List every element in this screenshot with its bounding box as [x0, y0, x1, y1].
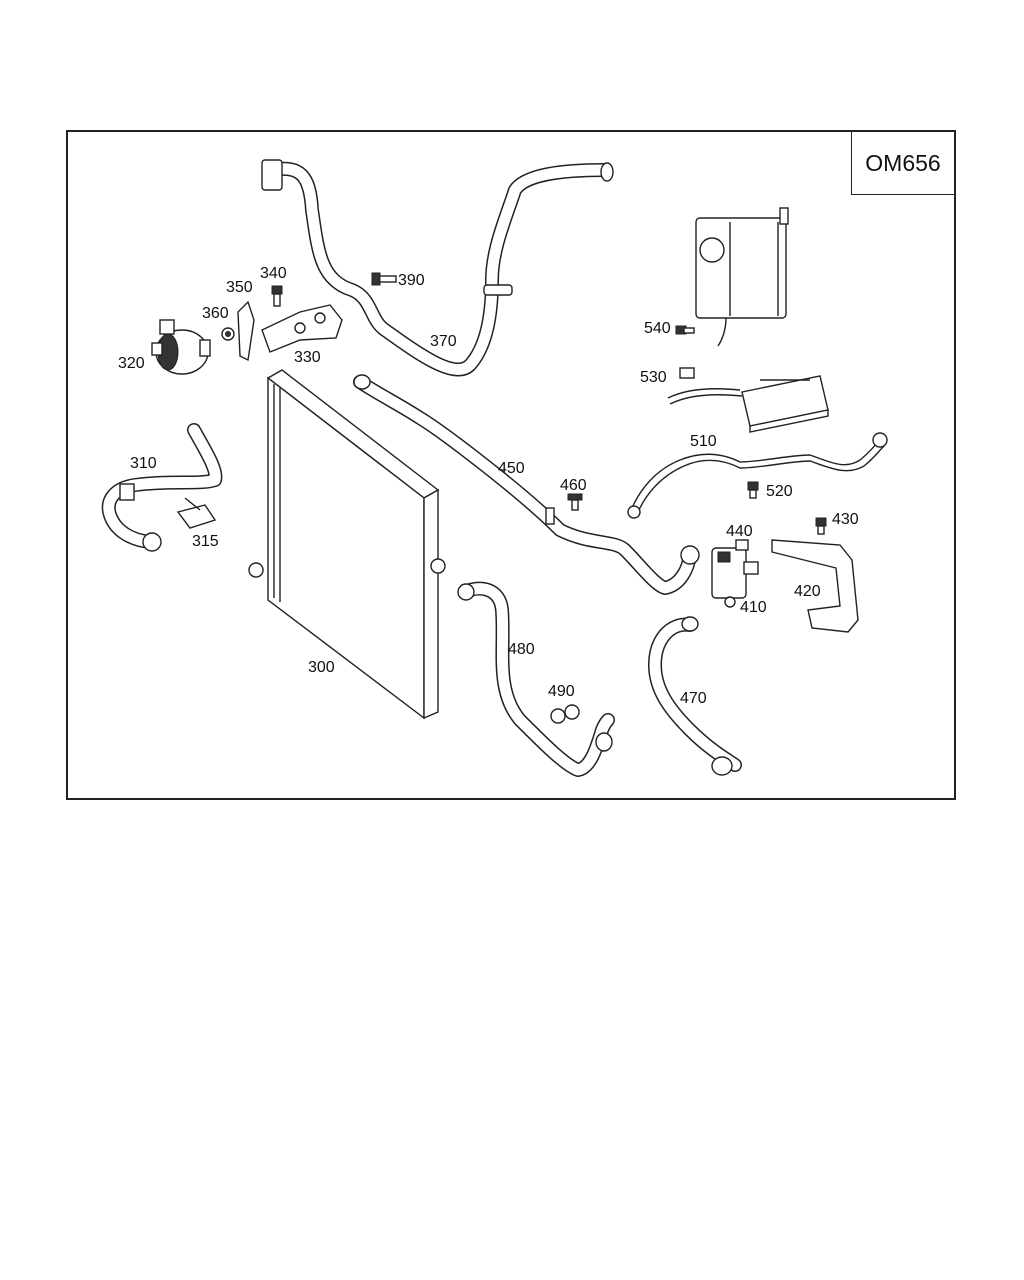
label-310: 310	[130, 455, 157, 472]
label-540: 540	[644, 320, 671, 337]
hose-part-370	[261, 159, 614, 377]
label-440: 440	[726, 523, 753, 540]
bolt-part-390	[371, 272, 397, 286]
label-520: 520	[766, 483, 793, 500]
clip-part-315	[176, 497, 217, 529]
label-430: 430	[832, 511, 859, 528]
bracket-part-350	[237, 300, 255, 362]
hose-part-470	[648, 616, 742, 776]
model-code-box: OM656	[851, 132, 954, 195]
module-part-540	[675, 207, 789, 347]
label-315: 315	[192, 533, 219, 550]
bracket-part-330	[261, 304, 343, 353]
pump-part-320	[151, 319, 211, 375]
label-360: 360	[202, 305, 229, 322]
label-460: 460	[560, 477, 587, 494]
label-320: 320	[118, 355, 145, 372]
label-480: 480	[508, 641, 535, 658]
cooler-part-530	[667, 367, 829, 433]
bolt-part-430	[815, 517, 827, 535]
label-410: 410	[740, 599, 767, 616]
label-510: 510	[690, 433, 717, 450]
hose-part-310	[101, 423, 223, 552]
valve-part-410	[711, 547, 759, 608]
radiator-part-300	[248, 369, 446, 720]
model-code: OM656	[865, 149, 941, 176]
label-330: 330	[294, 349, 321, 366]
label-420: 420	[794, 583, 821, 600]
label-370: 370	[430, 333, 457, 350]
nut-part-440	[735, 539, 749, 551]
pipe-part-510	[627, 432, 888, 519]
bolt-part-460	[567, 493, 583, 511]
label-530: 530	[640, 369, 667, 386]
hose-part-480	[457, 581, 615, 777]
pipe-part-450	[353, 374, 700, 595]
bolt-part-340	[271, 285, 283, 307]
clamp-part-490	[550, 704, 580, 724]
label-350: 350	[226, 279, 253, 296]
bolt-part-520	[747, 481, 759, 499]
label-450: 450	[498, 460, 525, 477]
label-340: 340	[260, 265, 287, 282]
label-390: 390	[398, 272, 425, 289]
label-470: 470	[680, 690, 707, 707]
label-490: 490	[548, 683, 575, 700]
label-300: 300	[308, 659, 335, 676]
nut-part-360	[221, 327, 235, 341]
bracket-part-420	[771, 539, 859, 633]
